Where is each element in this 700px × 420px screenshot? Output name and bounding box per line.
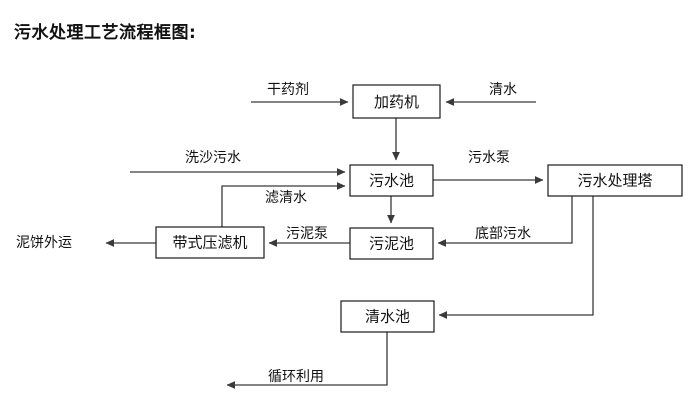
node-sewage-pool[interactable]: 污水池 (349, 164, 434, 197)
edge-label-clean-water-in: 清水 (489, 82, 517, 98)
label-mud-cake-out: 泥饼外运 (16, 235, 72, 251)
edge-label-sludge-pump: 污泥泵 (286, 226, 328, 242)
edge-label-recycle: 循环利用 (268, 369, 324, 385)
node-treatment-tower-label: 污水处理塔 (577, 172, 652, 190)
edge-label-dry-agent: 干药剂 (267, 82, 309, 98)
free-label-layer: 泥饼外运 (16, 235, 72, 251)
node-belt-filter-press-label: 带式压滤机 (172, 234, 247, 252)
connector-tower-to-clean (438, 196, 594, 319)
node-dosing-machine[interactable]: 加药机 (352, 84, 441, 119)
edge-label-filtrate: 滤清水 (265, 190, 307, 206)
node-sludge-pool[interactable]: 污泥池 (349, 227, 434, 260)
connector-tower-to-sludge (437, 196, 573, 247)
node-sewage-pool-label: 污水池 (369, 172, 414, 190)
edge-label-bottom-sewage: 底部污水 (475, 226, 531, 242)
connector-clean-to-recycle (226, 332, 388, 389)
edge-label-layer: 干药剂 清水 洗沙污水 污水泵 滤清水 污泥泵 底部污水 循环利用 (185, 82, 531, 385)
node-clean-water-pool-label: 清水池 (365, 308, 410, 326)
node-dosing-machine-label: 加药机 (374, 93, 419, 111)
node-treatment-tower[interactable]: 污水处理塔 (547, 164, 683, 197)
node-belt-filter-press[interactable]: 带式压滤机 (155, 226, 265, 259)
connector-filtrate-to-sewage (221, 182, 346, 227)
connector-layer (105, 98, 594, 389)
node-clean-water-pool[interactable]: 清水池 (340, 300, 435, 333)
node-sludge-pool-label: 污泥池 (369, 235, 414, 253)
edge-label-sand-wash-sewage: 洗沙污水 (185, 150, 241, 166)
edge-label-sewage-pump: 污水泵 (468, 150, 510, 166)
page-title: 污水处理工艺流程框图: (14, 23, 197, 43)
